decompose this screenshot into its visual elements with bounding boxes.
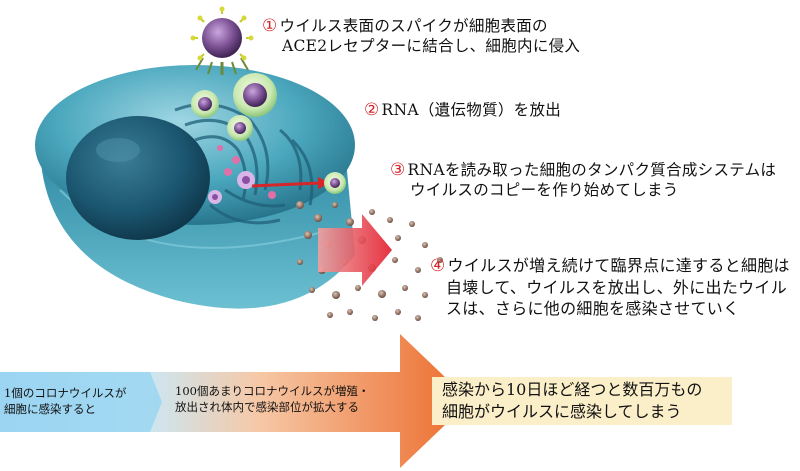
step-4-line-3: スは、さらに他の細胞を感染させていく xyxy=(446,299,740,318)
release-arrow xyxy=(318,214,392,286)
progression-arrow xyxy=(0,334,470,468)
step-3-number: ③ xyxy=(390,160,406,180)
step-2-number: ② xyxy=(364,100,380,120)
nucleus xyxy=(66,116,210,240)
step-4-number: ④ xyxy=(430,256,446,276)
replication-arrow xyxy=(251,172,346,194)
stage-1-line-2: 細胞に感染すると xyxy=(4,402,96,416)
step-3-line-1: RNAを読み取った細胞のタンパク質合成システムは xyxy=(407,161,777,179)
step-1-line-1: ウイルス表面のスパイクが細胞表面の xyxy=(279,17,548,35)
step-1-line-2: ACE2レセプターに結合し、細胞内に侵入 xyxy=(282,37,581,55)
stage-2-line-1: 100個あまりコロナウイルスが増殖・ xyxy=(175,384,370,398)
virus-on-surface xyxy=(190,6,254,75)
step-4-line-2: 自壊して、ウイルスを放出し、外に出たウイル xyxy=(446,278,788,297)
step-3-line-2: ウイルスのコピーを作り始めてしまう xyxy=(410,181,679,199)
result-box xyxy=(432,377,732,425)
step-2-line-1: RNA（遺伝物質）を放出 xyxy=(381,101,562,119)
result-line-1: 感染から10日ほど経つと数百万もの xyxy=(442,380,703,399)
step-1-number: ① xyxy=(262,16,278,36)
rna-particles xyxy=(208,145,276,204)
stage-1-text: 1個のコロナウイルスが 細胞に感染すると xyxy=(4,385,126,417)
stage-2-text: 100個あまりコロナウイルスが増殖・ 放出され体内で感染部位が拡大する xyxy=(175,383,369,415)
virus-in-vesicle xyxy=(191,73,277,141)
result-text: 感染から10日ほど経つと数百万もの 細胞がウイルスに感染してしまう xyxy=(442,379,702,423)
stage-1-line-1: 1個のコロナウイルスが xyxy=(4,386,127,400)
result-line-2: 細胞がウイルスに感染してしまう xyxy=(442,402,682,421)
stage-2-line-2: 放出され体内で感染部位が拡大する xyxy=(175,400,359,414)
step-4-line-1: ウイルスが増え続けて臨界点に達すると細胞は xyxy=(447,256,790,275)
